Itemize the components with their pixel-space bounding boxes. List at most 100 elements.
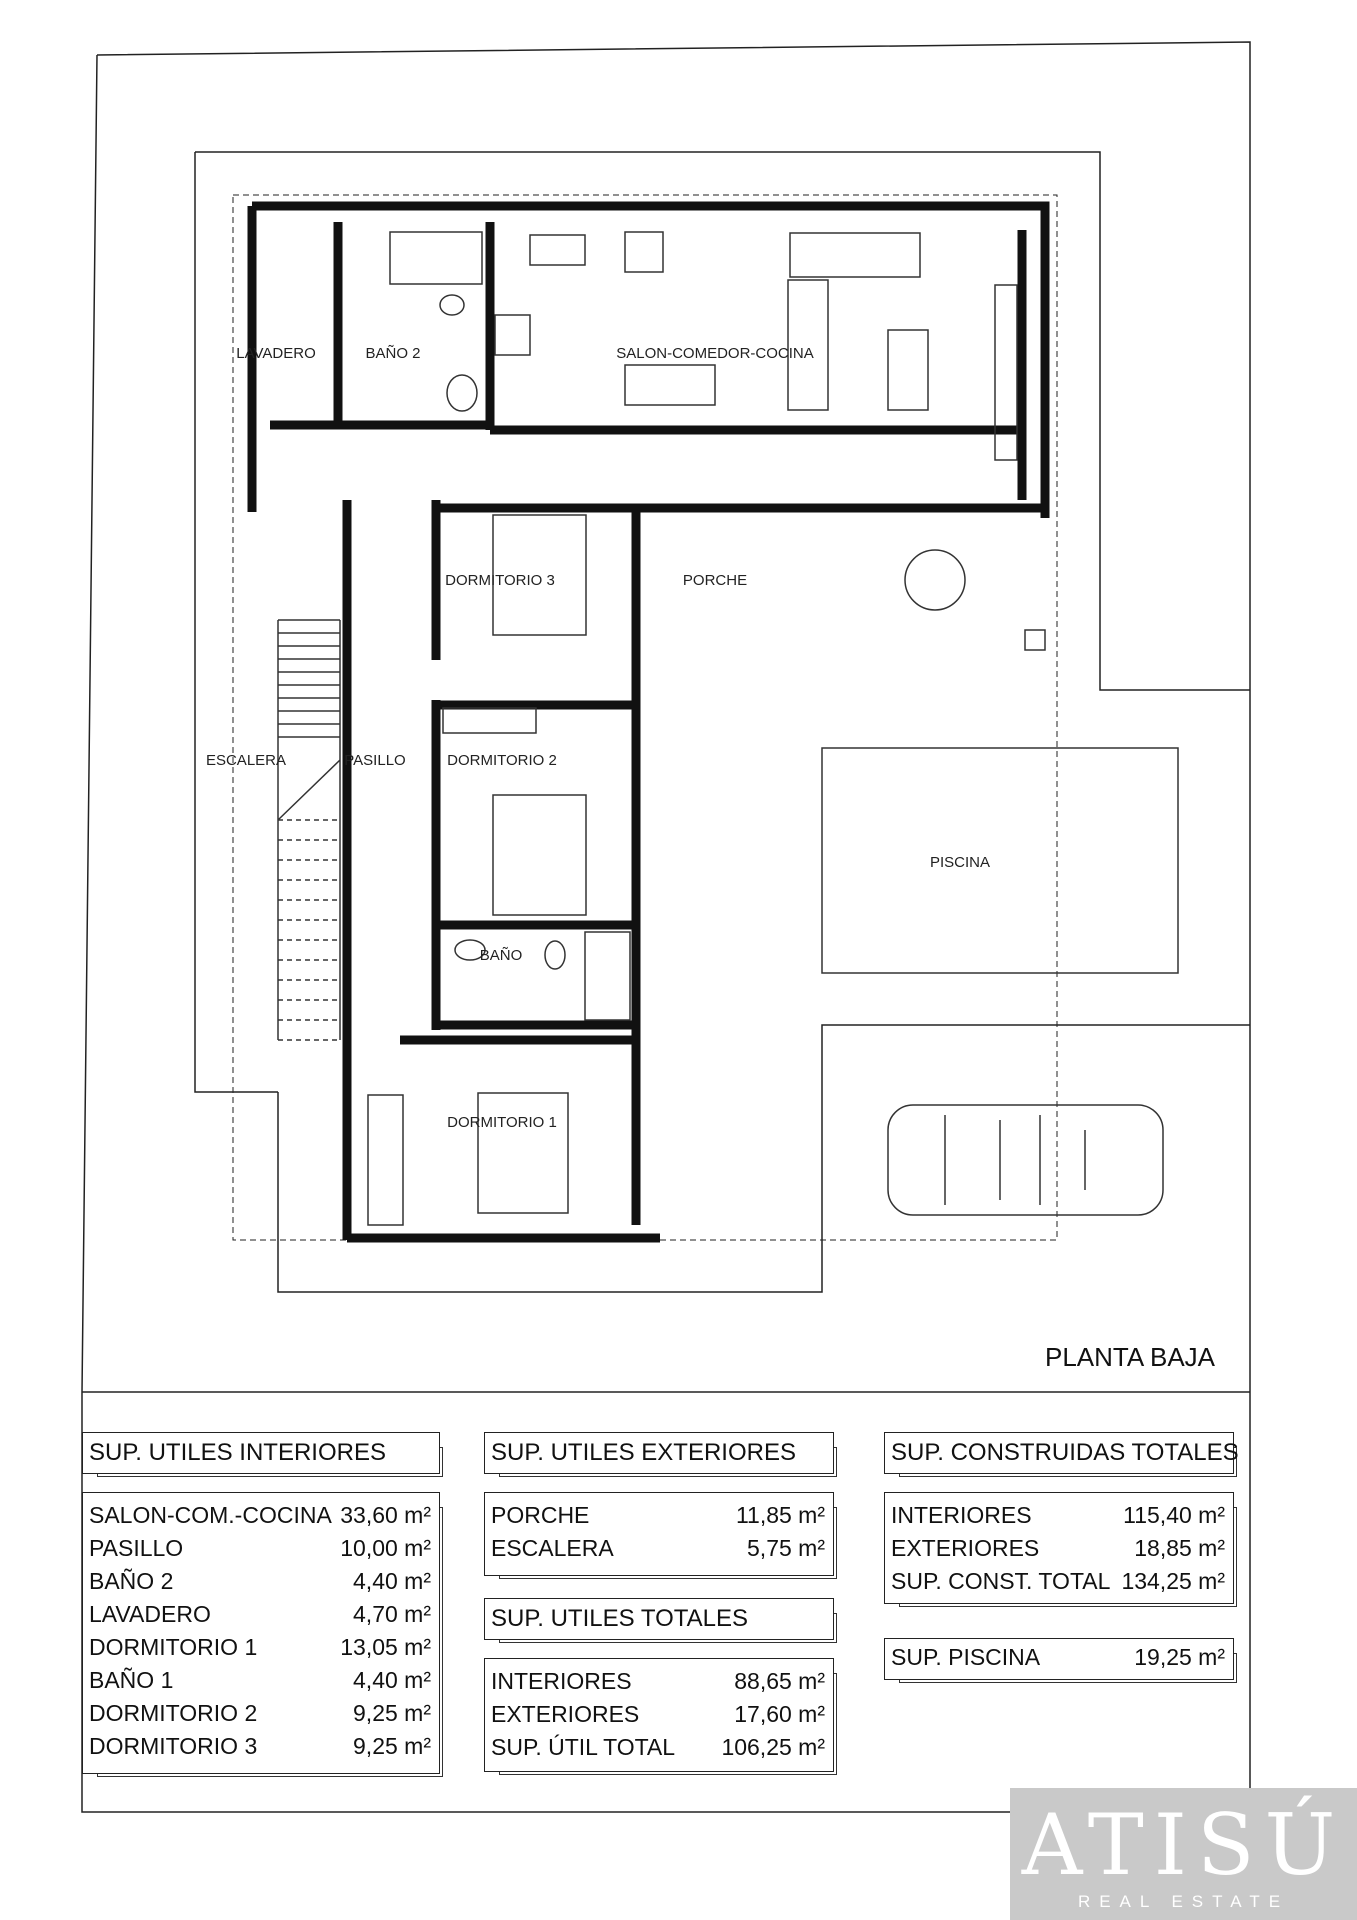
tv-unit	[994, 284, 1018, 461]
dining-table	[624, 364, 716, 406]
area-label: ESCALERA	[491, 1535, 614, 1561]
interiores-title: SUP. UTILES INTERIORES	[89, 1439, 386, 1466]
area-row: DORMITORIO 3 9,25 m²	[89, 1730, 431, 1763]
piscina-label: SUP. PISCINA	[891, 1644, 1041, 1670]
area-value: 9,25 m²	[353, 1733, 431, 1759]
area-row: ESCALERA 5,75 m²	[491, 1532, 825, 1565]
utiles-totales-rows: INTERIORES 88,65 m² EXTERIORES 17,60 m² SUP.…	[485, 1659, 833, 1770]
area-label: DORMITORIO 1	[89, 1634, 258, 1660]
construidas-title: SUP. CONSTRUIDAS TOTALES	[891, 1439, 1239, 1466]
stair-lines	[277, 619, 341, 1041]
interiores-header: SUP. UTILES INTERIORES	[82, 1432, 440, 1474]
north-wall	[252, 201, 1050, 518]
area-label: LAVADERO	[89, 1601, 211, 1627]
shower	[584, 931, 631, 1021]
pool	[821, 747, 1179, 974]
interiores-rows: SALON-COM.-COCINA 33,60 m² PASILLO 10,00 m²…	[83, 1493, 439, 1769]
area-label: INTERIORES	[491, 1668, 632, 1694]
utiles-totales-header: SUP. UTILES TOTALES	[484, 1598, 834, 1640]
site-outline-left	[194, 152, 278, 1093]
piscina-value: 19,25 m²	[1134, 1644, 1225, 1670]
area-row: PASILLO 10,00 m²	[89, 1532, 431, 1565]
utiles-totales-body: INTERIORES 88,65 m² EXTERIORES 17,60 m² SUP.…	[484, 1658, 834, 1772]
area-value: 88,65 m²	[734, 1668, 825, 1694]
area-label: SALON-COM.-COCINA	[89, 1502, 332, 1528]
label-bano: BAÑO	[480, 947, 523, 964]
label-lavadero: LAVADERO	[236, 345, 315, 362]
toilet-2	[439, 294, 465, 316]
area-row: EXTERIORES 17,60 m²	[491, 1698, 825, 1731]
sofa-side	[787, 279, 829, 411]
area-value: 4,40 m²	[353, 1667, 431, 1693]
label-piscina: PISCINA	[930, 854, 990, 871]
hob	[494, 314, 531, 356]
area-label: INTERIORES	[891, 1502, 1032, 1528]
wardrobe-dorm1	[367, 1094, 404, 1226]
car-icon	[887, 1104, 1164, 1216]
basin-2	[446, 374, 478, 412]
logo-sub: REAL ESTATE	[1077, 1892, 1290, 1911]
area-value: 13,05 m²	[340, 1634, 431, 1660]
area-value: 18,85 m²	[1134, 1535, 1225, 1561]
area-value: 17,60 m²	[734, 1701, 825, 1727]
area-row: INTERIORES 115,40 m²	[891, 1499, 1225, 1532]
label-salon: SALON-COMEDOR-COCINA	[616, 345, 814, 362]
sink-unit	[529, 234, 586, 266]
area-value: 33,60 m²	[340, 1502, 431, 1528]
area-row: DORMITORIO 2 9,25 m²	[89, 1697, 431, 1730]
area-label: EXTERIORES	[491, 1701, 640, 1727]
area-label: DORMITORIO 2	[89, 1700, 258, 1726]
area-value: 134,25 m²	[1121, 1568, 1225, 1594]
area-row: DORMITORIO 1 13,05 m²	[89, 1631, 431, 1664]
utiles-totales-title: SUP. UTILES TOTALES	[491, 1605, 748, 1632]
bed-dorm2	[492, 794, 587, 916]
area-label: SUP. ÚTIL TOTAL	[491, 1734, 676, 1760]
piscina-row: SUP. PISCINA 19,25 m²	[891, 1641, 1225, 1674]
label-dorm1: DORMITORIO 1	[447, 1114, 557, 1131]
area-value: 115,40 m²	[1123, 1502, 1225, 1528]
construidas-body: INTERIORES 115,40 m² EXTERIORES 18,85 m² SUP…	[884, 1492, 1234, 1604]
bed-dorm1	[477, 1092, 569, 1214]
area-value: 4,40 m²	[353, 1568, 431, 1594]
label-escalera: ESCALERA	[206, 752, 286, 769]
area-value: 5,75 m²	[747, 1535, 825, 1561]
porch-table	[904, 549, 966, 611]
label-pasillo: PASILLO	[344, 752, 405, 769]
area-value: 10,00 m²	[340, 1535, 431, 1561]
area-label: DORMITORIO 3	[89, 1733, 258, 1759]
site-outline-bottom	[277, 1024, 1250, 1293]
area-value: 106,25 m²	[721, 1734, 825, 1760]
exteriores-title: SUP. UTILES EXTERIORES	[491, 1439, 796, 1466]
area-label: BAÑO 1	[89, 1667, 174, 1693]
site-outline	[195, 151, 1250, 691]
shower-2	[389, 231, 483, 285]
label-porche: PORCHE	[683, 572, 747, 589]
brand-logo: ATISÚ REAL ESTATE	[1010, 1788, 1357, 1920]
interiores-body: SALON-COM.-COCINA 33,60 m² PASILLO 10,00 m²…	[82, 1492, 440, 1774]
basin	[454, 939, 486, 961]
coffee-table	[887, 329, 929, 411]
area-row: BAÑO 1 4,40 m²	[89, 1664, 431, 1697]
area-row: INTERIORES 88,65 m²	[491, 1665, 825, 1698]
area-label: SUP. CONST. TOTAL	[891, 1568, 1111, 1594]
area-row: SUP. ÚTIL TOTAL 106,25 m²	[491, 1731, 825, 1764]
toilet	[544, 940, 566, 970]
label-dorm2: DORMITORIO 2	[447, 752, 557, 769]
logo-main: ATISÚ	[1021, 1796, 1346, 1894]
area-label: EXTERIORES	[891, 1535, 1040, 1561]
area-value: 9,25 m²	[353, 1700, 431, 1726]
bed-dorm3	[492, 514, 587, 636]
area-row: SUP. CONST. TOTAL 134,25 m²	[891, 1565, 1225, 1598]
area-row: EXTERIORES 18,85 m²	[891, 1532, 1225, 1565]
area-value: 11,85 m²	[735, 1502, 825, 1528]
label-dorm3: DORMITORIO 3	[445, 572, 555, 589]
wardrobe-dorm2	[442, 707, 537, 734]
area-label: PASILLO	[89, 1535, 184, 1561]
exteriores-header: SUP. UTILES EXTERIORES	[484, 1432, 834, 1474]
